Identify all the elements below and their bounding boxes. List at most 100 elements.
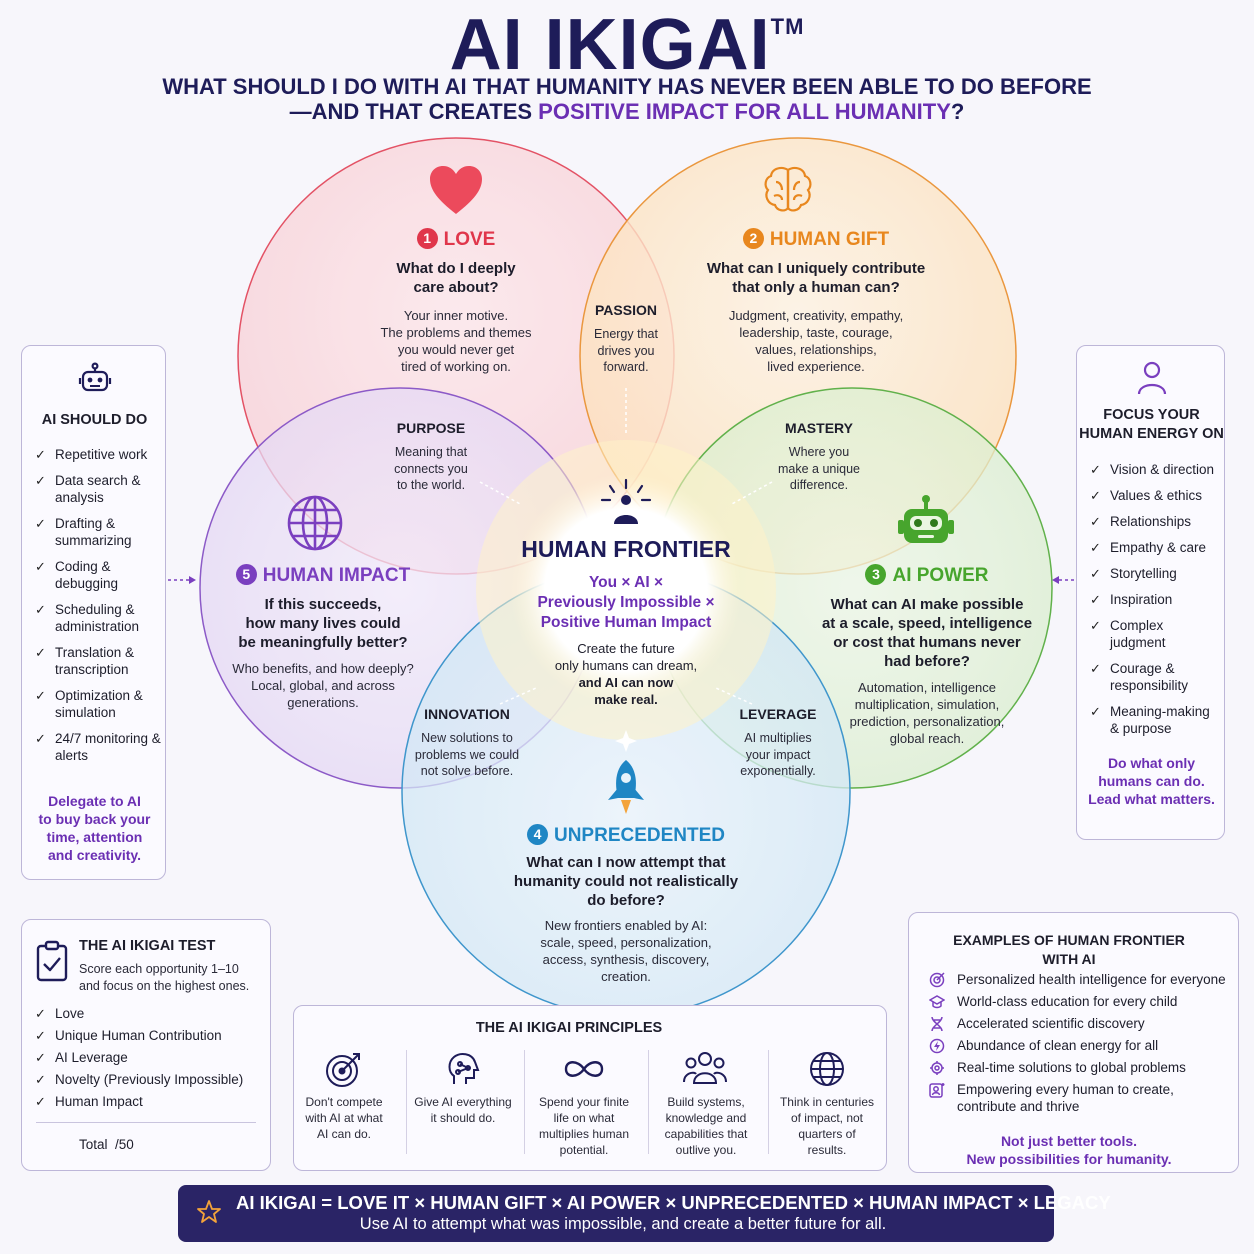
frontier-person-icon [600, 478, 652, 524]
frontier-formula: You × AI ×Previously Impossible ×Positiv… [537, 574, 715, 631]
list-item: Complex judgment [1088, 617, 1222, 651]
examples-list: Personalized health intelligence for eve… [929, 971, 1229, 1120]
ikigai-formula: AI IKIGAI = LOVE IT × HUMAN GIFT × AI PO… [236, 1192, 1111, 1213]
love-number: 1 [416, 228, 438, 249]
test-criteria-list: Love Unique Human Contribution AI Levera… [33, 1005, 265, 1115]
list-item: 24/7 monitoring & alerts [33, 730, 161, 764]
target-icon [326, 1053, 360, 1087]
human-frontier-title: HUMAN FRONTIER [521, 536, 731, 562]
list-item: Real-time solutions to global problems [929, 1059, 1229, 1076]
list-item: Vision & direction [1088, 461, 1222, 478]
list-item: Inspiration [1088, 591, 1222, 608]
robot-icon [898, 495, 954, 543]
test-title: THE AI IKIGAI TEST [79, 938, 216, 954]
ai-head-icon [448, 1053, 480, 1084]
energy-icon [929, 1038, 945, 1054]
list-item: Love [33, 1005, 265, 1022]
subtitle-line-1: WHAT SHOULD I DO WITH AI THAT HUMANITY H… [162, 74, 1092, 99]
page-title: AI IKIGAITM [449, 5, 805, 85]
list-item: Values & ethics [1088, 487, 1222, 504]
ai-power-number: 3 [865, 564, 887, 585]
people-icon [683, 1052, 727, 1084]
divider [36, 1122, 256, 1123]
list-item: Repetitive work [33, 446, 161, 463]
list-item: Empowering every human to create, contri… [929, 1081, 1229, 1115]
human-energy-list: Vision & direction Values & ethics Relat… [1088, 461, 1222, 746]
person-outline-icon [1137, 361, 1167, 395]
graduation-cap-icon [929, 995, 945, 1009]
unprecedented-number: 4 [526, 824, 548, 845]
person-spark-icon [929, 1083, 945, 1098]
list-item: Human Impact [33, 1093, 265, 1110]
ai-ikigai-test-panel: THE AI IKIGAI TEST Score each opportunit… [21, 919, 271, 1171]
list-item: Personalized health intelligence for eve… [929, 971, 1229, 988]
human-frontier-center: HUMAN FRONTIER You × AI ×Previously Impo… [506, 536, 746, 708]
globe-gear-icon [930, 1061, 944, 1075]
rocket-icon [608, 760, 644, 814]
ikigai-tagline: Use AI to attempt what was impossible, a… [359, 1215, 887, 1233]
list-item: Data search & analysis [33, 472, 161, 506]
test-total: Total /50 [79, 1137, 134, 1152]
divider [768, 1050, 769, 1154]
divider [406, 1050, 407, 1154]
list-item: World-class education for every child [929, 993, 1229, 1010]
list-item: Unique Human Contribution [33, 1027, 265, 1044]
star-icon [197, 1200, 221, 1223]
human-impact-description: Who benefits, and how deeply?Local, glob… [232, 661, 414, 710]
list-item: Storytelling [1088, 565, 1222, 582]
human-gift-description: Judgment, creativity, empathy,leadership… [728, 308, 904, 374]
list-item: Relationships [1088, 513, 1222, 530]
principles-title: THE AI IKIGAI PRINCIPLES [475, 1020, 663, 1036]
list-item: Drafting & summarizing [33, 515, 161, 549]
subtitle-line-2: —AND THAT CREATES POSITIVE IMPACT FOR AL… [289, 99, 965, 124]
list-item: AI Leverage [33, 1049, 265, 1066]
unprecedented-description: New frontiers enabled by AI:scale, speed… [540, 918, 712, 984]
formula-banner: AI IKIGAI = LOVE IT × HUMAN GIFT × AI PO… [178, 1185, 1111, 1242]
list-item: Novelty (Previously Impossible) [33, 1071, 265, 1088]
divider [648, 1050, 649, 1154]
list-item: Optimization & simulation [33, 687, 161, 721]
target-icon [929, 972, 945, 988]
robot-outline-icon [78, 362, 112, 392]
list-item: Coding & debugging [33, 558, 161, 592]
human-gift-number: 2 [742, 228, 764, 249]
list-item: Courage & responsibility [1088, 660, 1222, 694]
heart-icon [430, 166, 482, 214]
human-impact-number: 5 [235, 564, 257, 585]
list-item: Empathy & care [1088, 539, 1222, 556]
brain-icon [764, 166, 812, 212]
list-item: Translation & transcription [33, 644, 161, 678]
ai-should-do-title: AI SHOULD DO [41, 412, 148, 428]
